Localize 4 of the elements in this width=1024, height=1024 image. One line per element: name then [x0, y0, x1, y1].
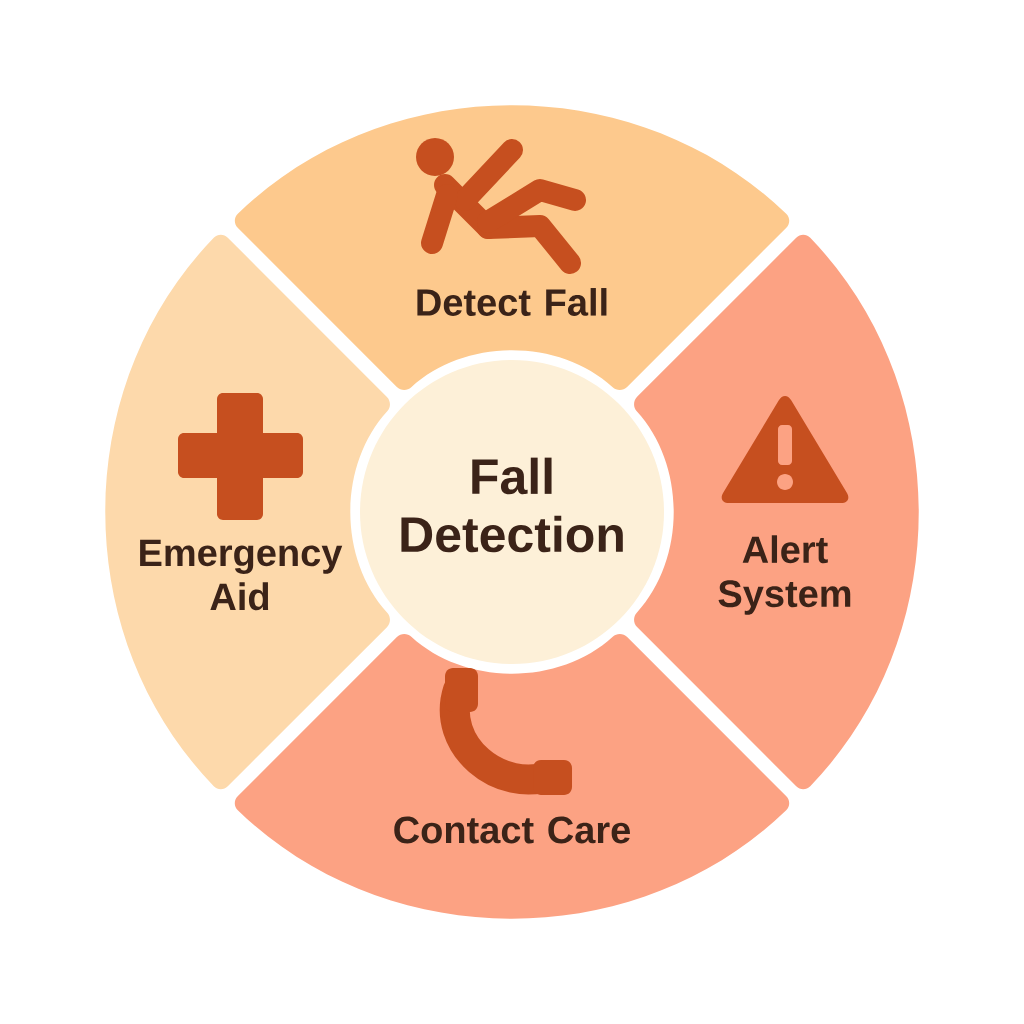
sector: Alert System — [634, 234, 919, 790]
node-label: Alert System — [718, 535, 851, 615]
node-label: Contact Care — [394, 816, 630, 844]
sector: Contact Care — [234, 634, 790, 919]
